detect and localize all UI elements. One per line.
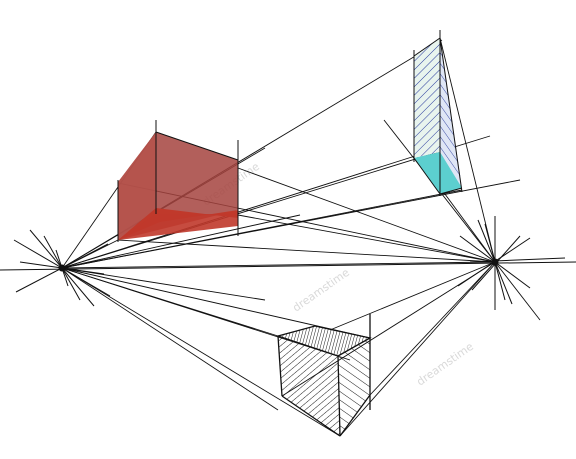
right-perspective-lines [117, 37, 541, 437]
prism-bottom-face [414, 152, 462, 194]
left-vanishing-point [13, 229, 111, 307]
red-box [117, 120, 239, 242]
watermark-text: dreamstime [290, 266, 352, 315]
cube-left-face [278, 336, 340, 436]
hatched-cube [275, 314, 372, 437]
red-box-bottom [118, 208, 238, 240]
watermark-text: dreamstime [414, 340, 476, 389]
right-vanishing-point [457, 216, 566, 310]
horizon-line [0, 261, 576, 271]
teal-prism [413, 30, 463, 196]
red-box-left-face [118, 132, 156, 240]
cube-right-face [338, 338, 370, 436]
